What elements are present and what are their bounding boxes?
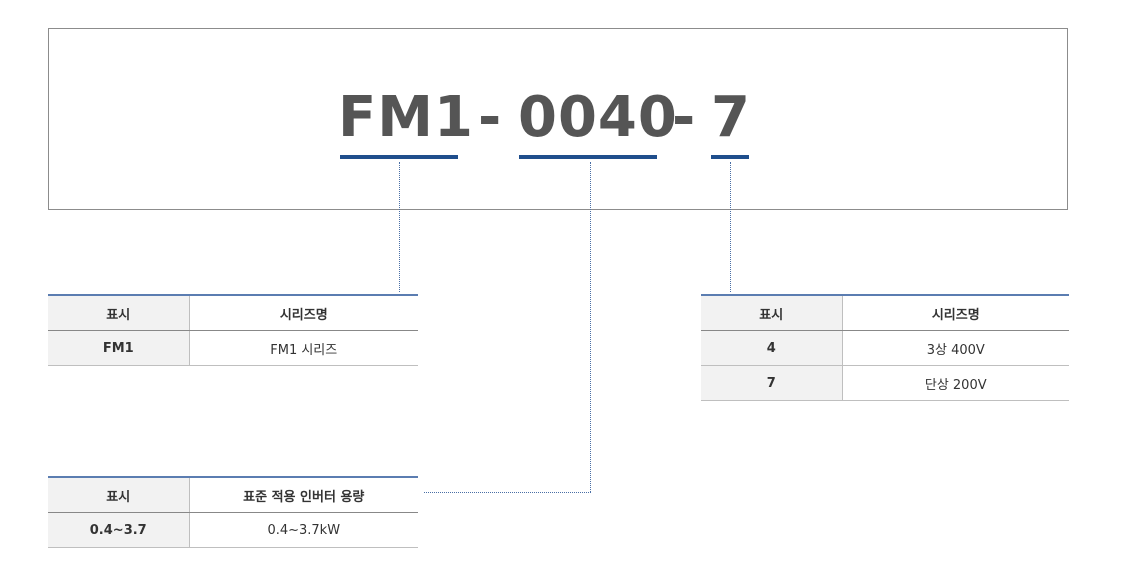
capacity-connector-horizontal [424,492,591,493]
capacity-table: 표시 표준 적용 인버터 용량 0.4~3.7 0.4~3.7kW [48,476,418,548]
model-code-series: FM1 [338,85,474,150]
model-code-box [48,28,1068,210]
code-cell: 7 [701,365,842,401]
table-row: 4 3상 400V [701,330,1069,366]
header-code: 표시 [48,476,189,513]
code-cell: FM1 [48,330,189,366]
value-cell: 단상 200V [841,365,1069,401]
value-cell: 0.4~3.7kW [188,512,418,548]
capacity-connector-vertical [590,162,591,492]
model-code-capacity: 0040 [518,85,678,150]
table-row: 0.4~3.7 0.4~3.7kW [48,512,418,548]
table-row: 7 단상 200V [701,365,1069,401]
code-cell: 4 [701,330,842,366]
value-cell: FM1 시리즈 [188,330,418,366]
header-series-name: 시리즈명 [188,294,418,331]
voltage-table: 표시 시리즈명 4 3상 400V 7 단상 200V [701,294,1069,401]
header-code: 표시 [701,294,842,331]
voltage-underline [711,155,749,159]
series-connector [399,162,400,292]
voltage-connector [730,162,731,292]
table-header-row: 표시 시리즈명 [701,294,1069,331]
model-code-voltage: 7 [711,85,751,150]
capacity-underline [519,155,657,159]
code-cell: 0.4~3.7 [48,512,189,548]
value-cell: 3상 400V [841,330,1069,366]
series-table: 표시 시리즈명 FM1 FM1 시리즈 [48,294,418,366]
header-code: 표시 [48,294,189,331]
table-header-row: 표시 표준 적용 인버터 용량 [48,476,418,513]
table-row: FM1 FM1 시리즈 [48,330,418,366]
header-capacity: 표준 적용 인버터 용량 [188,476,418,513]
model-code-separator-1: - [478,85,503,150]
table-header-row: 표시 시리즈명 [48,294,418,331]
header-series-name: 시리즈명 [841,294,1069,331]
model-code-separator-2: - [672,85,697,150]
series-underline [340,155,458,159]
